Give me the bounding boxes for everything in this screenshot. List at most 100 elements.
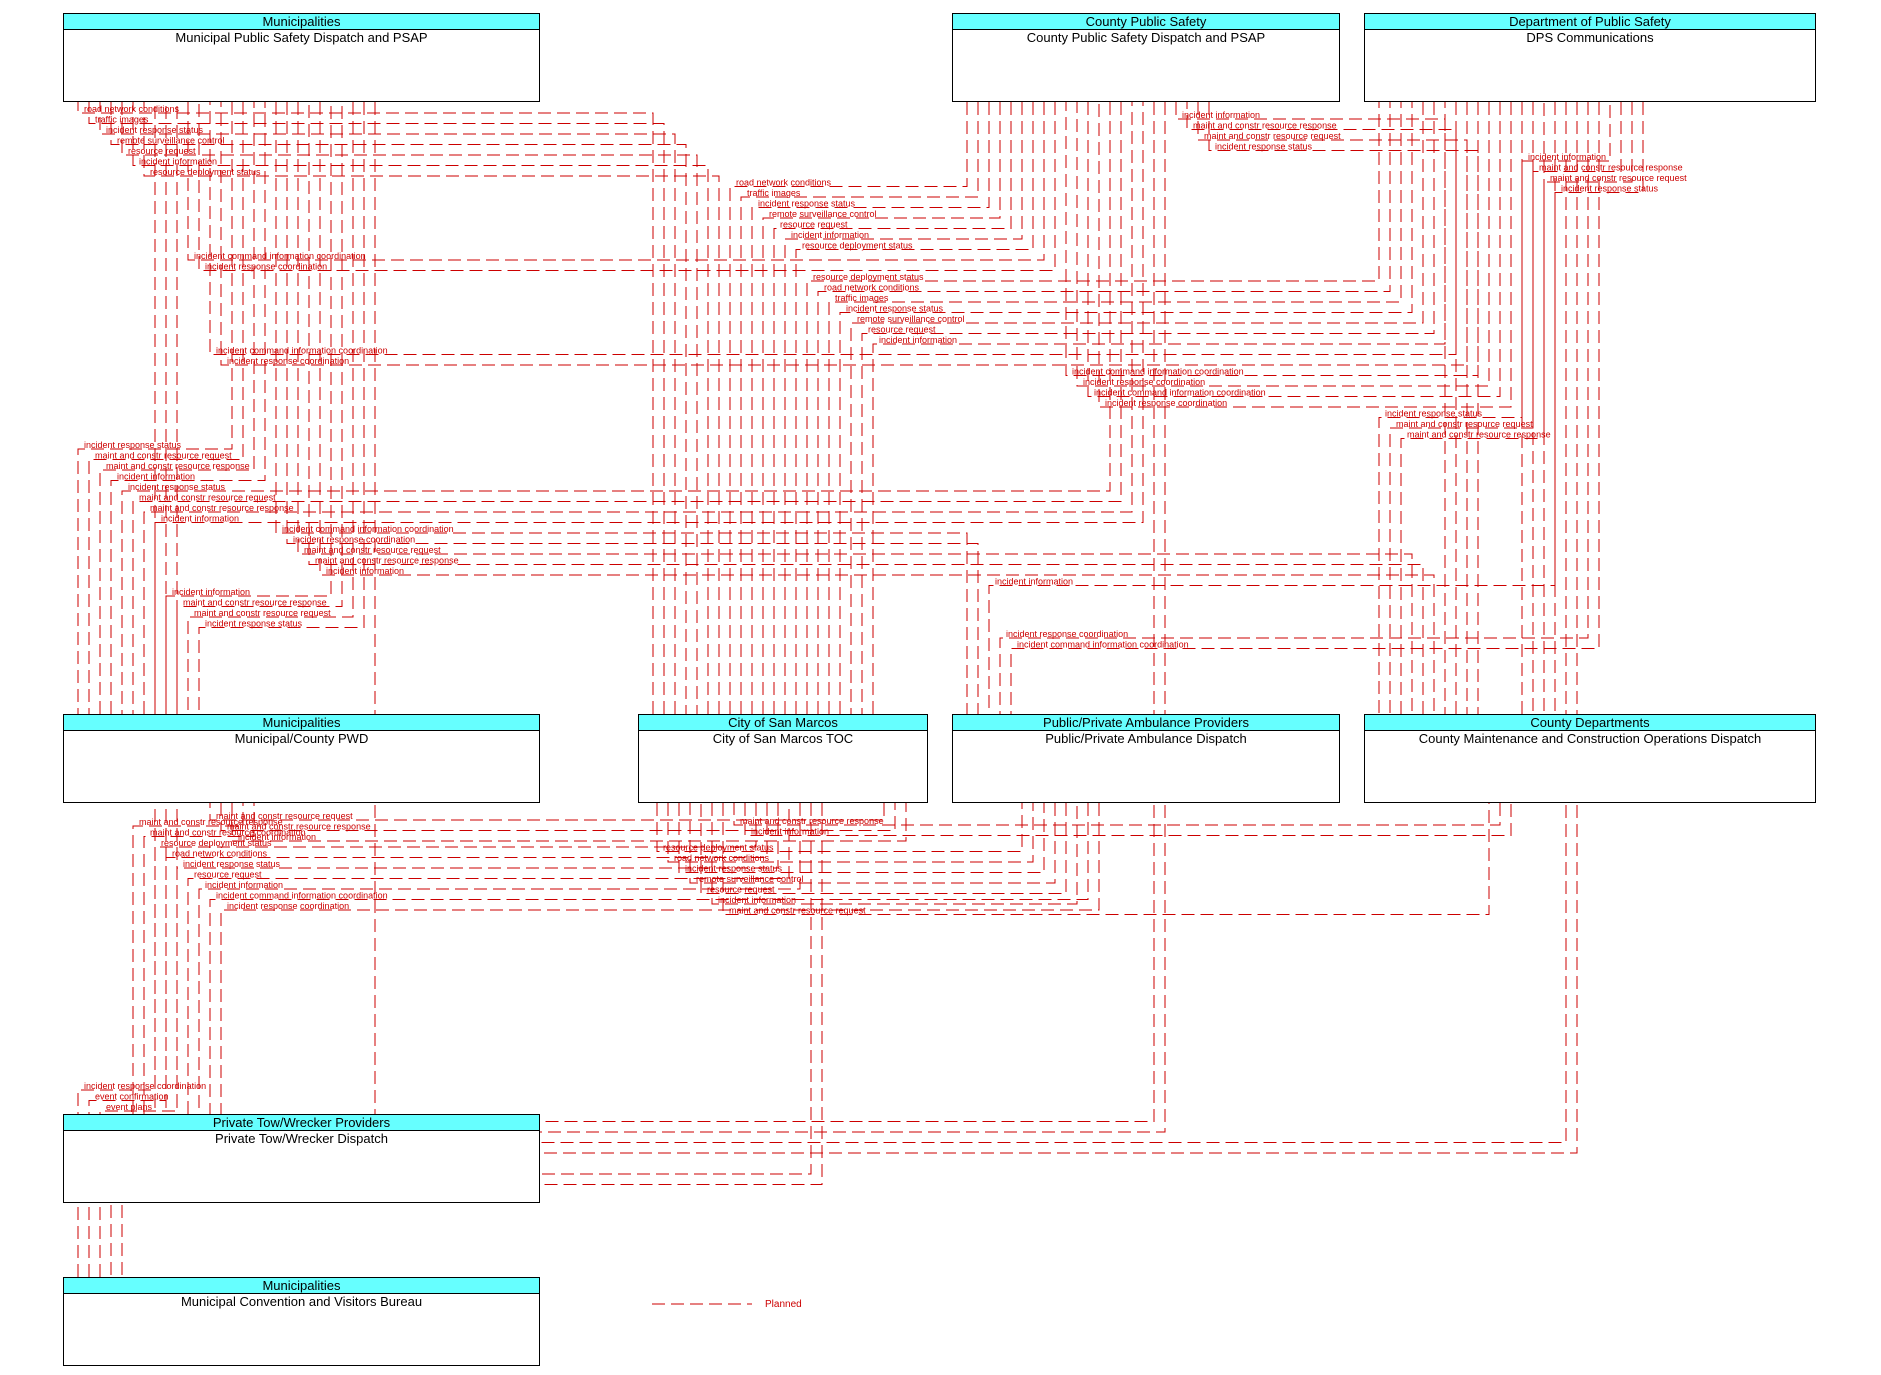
flow-label-27: incident response coordination — [227, 356, 349, 366]
flow-label-48: incident information — [995, 577, 1073, 587]
flow-line-2 — [99, 102, 676, 714]
flow-label-58: incident command information coordinatio… — [1017, 640, 1189, 650]
element-owner: County Departments — [1365, 715, 1815, 731]
flow-label-77: maint and constr resource coordination — [150, 828, 306, 838]
flow-label-61: maint and constr resource request — [1204, 131, 1341, 141]
flow-line-67 — [656, 803, 1023, 852]
flow-line-59 — [1175, 102, 1446, 714]
flow-line-14 — [773, 102, 1012, 714]
flow-line-17 — [187, 102, 1045, 261]
flow-line-42 — [154, 102, 1144, 714]
flow-line-47 — [319, 102, 1435, 714]
flow-line-71 — [700, 803, 1067, 894]
flow-line-40 — [132, 102, 1122, 714]
element-name: Private Tow/Wrecker Dispatch — [215, 1131, 388, 1146]
flow-line-1 — [88, 102, 665, 714]
flow-label-29: incident response coordination — [1083, 377, 1205, 387]
flow-line-24 — [861, 102, 1435, 714]
flow-line-55 — [187, 102, 354, 714]
flow-label-36: maint and constr resource request — [95, 451, 232, 461]
element-county-maintenance-dispatch[interactable]: County Departments County Maintenance an… — [1364, 714, 1816, 803]
flow-line-82 — [198, 803, 801, 1114]
flow-label-18: incident response coordination — [205, 262, 327, 272]
flow-line-35 — [77, 102, 233, 714]
flow-label-24: resource request — [868, 325, 936, 335]
element-san-marcos-toc[interactable]: City of San Marcos City of San Marcos TO… — [638, 714, 928, 803]
flow-line-80 — [176, 803, 779, 1114]
flow-line-12 — [751, 102, 990, 714]
element-owner: Public/Private Ambulance Providers — [953, 715, 1339, 731]
flow-label-90: incident response status — [1561, 184, 1659, 194]
flow-label-38: incident information — [117, 472, 195, 482]
flow-label-39: incident response status — [128, 482, 226, 492]
flow-line-15 — [784, 102, 1023, 714]
flow-line-72 — [711, 803, 1078, 905]
flow-label-35: incident response status — [84, 440, 182, 450]
element-convention-visitors-bureau[interactable]: Municipalities Municipal Convention and … — [63, 1277, 540, 1366]
element-owner: Department of Public Safety — [1365, 14, 1815, 30]
flow-line-0 — [77, 102, 654, 714]
flow-line-63 — [209, 803, 885, 821]
flow-label-4: resource request — [128, 146, 196, 156]
flow-label-6: resource deployment status — [150, 167, 261, 177]
flow-label-82: incident information — [205, 880, 283, 890]
flow-line-34 — [1400, 102, 1545, 714]
flow-label-75: maint and constr resource response — [740, 816, 884, 826]
element-dps-communications[interactable]: Department of Public Safety DPS Communic… — [1364, 13, 1816, 102]
flow-line-21 — [828, 102, 1402, 714]
element-ambulance-dispatch[interactable]: Public/Private Ambulance Providers Publi… — [952, 714, 1340, 803]
element-name: Municipal/County PWD — [234, 731, 369, 746]
flow-line-68 — [667, 803, 1034, 863]
flow-line-73 — [132, 803, 244, 1114]
flow-line-23 — [850, 102, 1424, 714]
flow-label-45: maint and constr resource request — [304, 545, 441, 555]
flow-line-30 — [1087, 102, 1501, 397]
flow-label-0: road network conditions — [84, 104, 180, 114]
flow-label-53: incident information — [172, 587, 250, 597]
flow-line-90 — [1554, 102, 1644, 714]
flow-line-75 — [733, 803, 1501, 826]
flow-line-78 — [154, 803, 757, 1114]
flow-label-12: incident response status — [758, 199, 856, 209]
flow-label-88: maint and constr resource response — [1539, 163, 1683, 173]
element-tow-wrecker-dispatch[interactable]: Private Tow/Wrecker Providers Private To… — [63, 1114, 540, 1203]
flow-line-87 — [1521, 102, 1611, 714]
flow-label-63: maint and constr resource request — [216, 811, 353, 821]
flow-label-46: maint and constr resource response — [315, 556, 459, 566]
flow-label-70: remote surveillance control — [696, 874, 804, 884]
flow-line-81 — [187, 803, 790, 1114]
element-owner: Municipalities — [64, 14, 539, 30]
flow-label-37: maint and constr resource response — [106, 461, 250, 471]
flow-label-76: incident information — [751, 827, 829, 837]
element-owner: Private Tow/Wrecker Providers — [64, 1115, 539, 1131]
flow-label-21: traffic images — [835, 293, 889, 303]
flow-label-54: maint and constr resource response — [183, 598, 327, 608]
element-municipal-county-pwd[interactable]: Municipalities Municipal/County PWD — [63, 714, 540, 803]
flow-line-46 — [308, 102, 1424, 714]
flow-line-88 — [1532, 102, 1622, 714]
flow-line-53 — [165, 102, 332, 714]
flow-line-13 — [762, 102, 1001, 714]
flow-label-47: incident information — [326, 566, 404, 576]
element-municipal-psap[interactable]: Municipalities Municipal Public Safety D… — [63, 13, 540, 102]
flow-line-16 — [795, 102, 1034, 714]
flow-label-9: event plans — [106, 1102, 153, 1112]
element-county-psap[interactable]: County Public Safety County Public Safet… — [952, 13, 1340, 102]
flow-label-19: resource deployment status — [813, 272, 924, 282]
flow-line-60 — [1186, 102, 1457, 714]
flow-line-18 — [198, 102, 1056, 271]
element-owner: Municipalities — [64, 1278, 539, 1294]
flow-label-83: incident command information coordinatio… — [216, 891, 388, 901]
flow-label-79: road network conditions — [172, 849, 268, 859]
flow-label-20: road network conditions — [824, 283, 920, 293]
element-name: Public/Private Ambulance Dispatch — [1045, 731, 1247, 746]
flow-label-60: maint and constr resource response — [1193, 121, 1337, 131]
flow-line-56 — [198, 102, 365, 714]
flow-line-83 — [209, 803, 1089, 1114]
flow-label-22: incident response status — [846, 304, 944, 314]
flow-label-55: maint and constr resource request — [194, 608, 331, 618]
flow-label-81: resource request — [194, 870, 262, 880]
flow-label-17: incident command information coordinatio… — [194, 251, 366, 261]
